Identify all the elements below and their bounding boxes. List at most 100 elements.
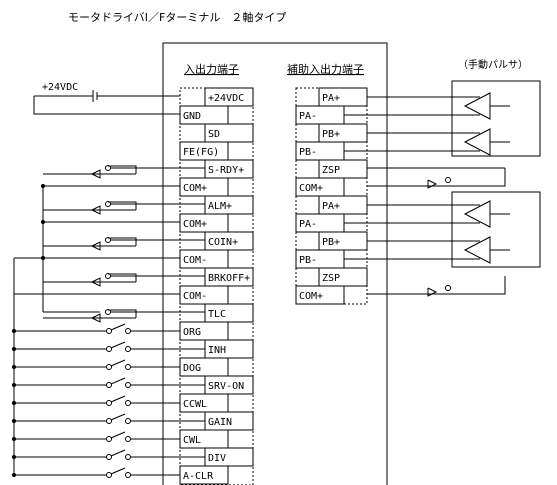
io-header: 入出力端子 xyxy=(184,62,239,76)
switch-contact-icon xyxy=(125,418,131,424)
io-terminal-box xyxy=(204,123,254,143)
aux-terminal-label: PA+ xyxy=(322,93,340,104)
io-terminal-strip: +24VDCGNDSDFE(FG)S-RDY+COM+ALM+COM+COIN+… xyxy=(179,87,254,485)
switch-contact-icon xyxy=(106,436,112,442)
junction-dot xyxy=(12,401,16,405)
switch-contact-icon xyxy=(125,400,131,406)
zsp-diode-icon xyxy=(427,287,438,297)
io-terminal-box xyxy=(204,303,254,323)
switch-contact-icon xyxy=(106,328,112,334)
switch-contact-icon xyxy=(125,364,131,370)
switch-contact-icon xyxy=(125,328,131,334)
io-terminal-label: INH xyxy=(208,345,226,356)
io-terminal-label: ORG xyxy=(183,327,201,338)
io-terminal-label: SD xyxy=(208,129,220,140)
io-terminal-label: SRV-ON xyxy=(208,381,244,392)
io-terminal-box xyxy=(179,285,229,305)
io-terminal-box xyxy=(179,213,229,233)
switch-lever-icon xyxy=(110,377,126,385)
switch-contact-icon xyxy=(125,346,131,352)
pulser-1-box xyxy=(451,80,541,157)
aux-terminal-label: PB+ xyxy=(322,237,340,248)
diagram-title: モータドライバI／Fターミナル ２軸タイプ xyxy=(68,10,286,24)
relay-coil-wire xyxy=(108,309,137,318)
power-label: +24VDC xyxy=(42,82,78,93)
aux-header: 補助入出力端子 xyxy=(287,62,364,76)
io-terminal-label: ALM+ xyxy=(208,201,232,212)
aux-wiring xyxy=(344,92,510,297)
junction-dot xyxy=(12,329,16,333)
switch-contact-icon xyxy=(106,472,112,478)
junction-dot xyxy=(12,347,16,351)
output-relays xyxy=(41,165,205,323)
aux-terminal-label: ZSP xyxy=(322,165,340,176)
junction-dot xyxy=(12,455,16,459)
pulser-2-box xyxy=(451,191,541,268)
io-terminal-box xyxy=(179,105,229,125)
switch-contact-icon xyxy=(106,418,112,424)
pulser-label: （手動パルサ） xyxy=(458,58,528,71)
switch-contact-icon xyxy=(125,472,131,478)
switch-contact-icon xyxy=(125,454,131,460)
io-terminal-box xyxy=(204,159,254,179)
zsp-contact-icon xyxy=(445,285,451,291)
relay-coil-wire xyxy=(108,237,137,246)
junction-dot xyxy=(12,419,16,423)
terminal-block-frame xyxy=(162,42,388,485)
io-terminal-label: DIV xyxy=(208,453,226,464)
junction-dot xyxy=(12,383,16,387)
io-terminal-label: BRKOFF+ xyxy=(208,273,250,284)
switch-lever-icon xyxy=(110,323,126,331)
io-terminal-label: S-RDY+ xyxy=(208,165,244,176)
zsp-contact-icon xyxy=(445,177,451,183)
io-terminal-label: GND xyxy=(183,111,201,122)
zsp-loop-1 xyxy=(367,168,506,187)
aux-terminal-box xyxy=(295,285,345,305)
junction-dot xyxy=(41,184,45,188)
aux-terminal-label: PA- xyxy=(299,219,317,230)
aux-terminal-label: PB+ xyxy=(322,129,340,140)
switch-contact-icon xyxy=(106,382,112,388)
io-terminal-box xyxy=(179,249,229,269)
io-terminal-label: +24VDC xyxy=(208,93,244,104)
junction-dot xyxy=(12,365,16,369)
io-terminal-label: CWL xyxy=(183,435,201,446)
switch-contact-icon xyxy=(106,364,112,370)
junction-dot xyxy=(12,437,16,441)
aux-terminal-label: COM+ xyxy=(299,183,323,194)
supply-wire-gnd xyxy=(33,96,180,115)
io-terminal-label: A-CLR xyxy=(183,471,214,482)
io-terminal-label: COM- xyxy=(183,255,207,266)
io-terminal-box xyxy=(204,267,254,287)
io-terminal-label: COM+ xyxy=(183,219,207,230)
aux-terminal-label: COM+ xyxy=(299,291,323,302)
switch-lever-icon xyxy=(110,395,126,403)
io-terminal-label: FE(FG) xyxy=(183,147,219,158)
io-terminal-box xyxy=(204,231,254,251)
io-terminal-label: TLC xyxy=(208,309,226,320)
zsp-diode-icon xyxy=(427,179,438,189)
io-terminal-label: CCWL xyxy=(183,399,207,410)
switch-lever-icon xyxy=(110,431,126,439)
io-terminal-label: DOG xyxy=(183,363,201,374)
io-terminal-box xyxy=(179,177,229,197)
io-terminal-label: COIN+ xyxy=(208,237,238,248)
switch-contact-icon xyxy=(125,382,131,388)
io-terminal-label: GAIN xyxy=(208,417,232,428)
io-terminal-label: COM+ xyxy=(183,183,207,194)
switch-contact-icon xyxy=(106,346,112,352)
relay-coil-wire xyxy=(108,273,137,282)
switch-lever-icon xyxy=(110,467,126,475)
switch-contact-icon xyxy=(106,400,112,406)
switch-lever-icon xyxy=(110,359,126,367)
junction-dot xyxy=(12,473,16,477)
io-terminal-box xyxy=(204,195,254,215)
aux-terminal-label: PB- xyxy=(299,147,317,158)
switch-lever-icon xyxy=(110,341,126,349)
io-terminal-label: COM- xyxy=(183,291,207,302)
junction-dot xyxy=(41,220,45,224)
relay-coil-wire xyxy=(108,165,137,174)
aux-terminal-label: PA- xyxy=(299,111,317,122)
io-terminal-box xyxy=(179,141,229,161)
